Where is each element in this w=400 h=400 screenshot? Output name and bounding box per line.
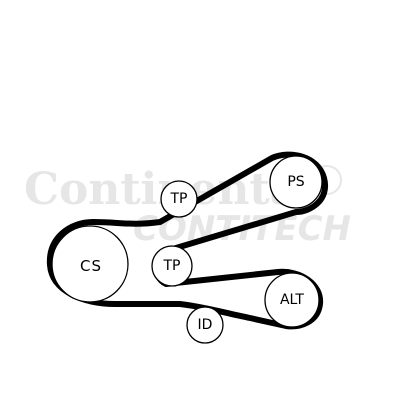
pulley-cs: CS [51,225,129,303]
pulley-tp-upper-label: TP [170,191,188,207]
pulley-ps: PS [269,155,323,209]
pulley-tp-lower-label: TP [163,258,181,274]
pulley-id: ID [186,306,224,344]
pulley-id-circle [186,306,224,344]
pulley-alt-label: ALT [280,292,304,308]
pulley-tp-upper: TP [160,180,198,218]
pulley-cs-circle [51,225,129,303]
pulley-tp-upper-circle [160,180,198,218]
pulley-tp-lower: TP [151,245,193,287]
pulley-ps-label: PS [287,174,304,190]
pulley-id-label: ID [198,317,213,333]
pulley-cs-label: CS [80,257,102,275]
pulley-tp-lower-circle [151,245,193,287]
pulley-alt-circle [264,272,320,328]
pulley-alt: ALT [264,272,320,328]
pulley-ps-circle [269,155,323,209]
